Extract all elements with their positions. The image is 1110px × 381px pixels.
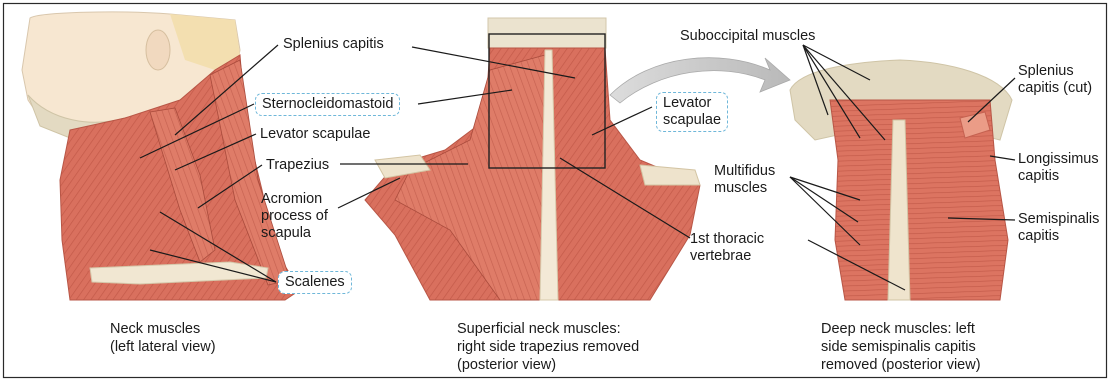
lateral-neck-illustration xyxy=(22,12,300,300)
label-multifidus-muscles: Multifidus muscles xyxy=(714,163,775,197)
label-scalenes: Scalenes xyxy=(278,271,352,294)
label-levator-scapulae-left: Levator scapulae xyxy=(260,126,370,143)
label-splenius-capitis-cut: Splenius capitis (cut) xyxy=(1018,63,1092,97)
scapula-right xyxy=(640,165,700,185)
caption-deep-view: Deep neck muscles: left side semispinali… xyxy=(821,320,981,374)
label-longissimus-capitis: Longissimus capitis xyxy=(1018,151,1099,185)
label-first-thoracic-vertebrae: 1st thoracic vertebrae xyxy=(690,231,764,265)
label-levator-scapulae-center: Levator scapulae xyxy=(656,92,728,132)
skull-base xyxy=(488,18,606,48)
label-splenius-capitis: Splenius capitis xyxy=(283,36,384,53)
caption-superficial-view: Superficial neck muscles: right side tra… xyxy=(457,320,639,374)
ear xyxy=(146,30,170,70)
label-suboccipital-muscles: Suboccipital muscles xyxy=(680,28,815,45)
posterior-deep-illustration xyxy=(790,60,1012,300)
posterior-superficial-illustration xyxy=(365,18,700,300)
label-sternocleidomastoid: Sternocleidomastoid xyxy=(255,93,400,116)
label-trapezius: Trapezius xyxy=(266,157,329,174)
caption-lateral-view: Neck muscles (left lateral view) xyxy=(110,320,216,356)
label-acromion-process: Acromion process of scapula xyxy=(261,191,328,242)
label-semispinalis-capitis: Semispinalis capitis xyxy=(1018,211,1099,245)
